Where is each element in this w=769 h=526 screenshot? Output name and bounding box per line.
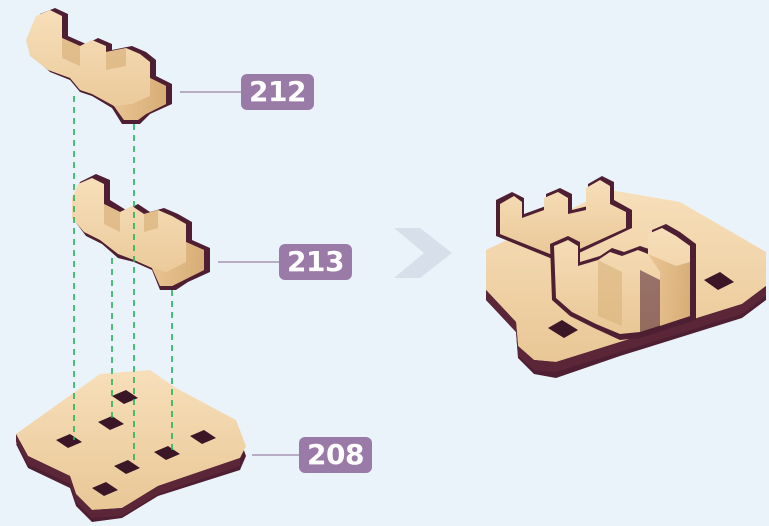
part-212-piece — [26, 8, 172, 124]
part-213-piece — [72, 174, 210, 290]
assembled-result — [486, 176, 766, 378]
part-label-208: 208 — [299, 437, 372, 473]
part-208-base — [16, 370, 246, 522]
part-label-213: 213 — [279, 244, 352, 280]
next-step-arrow-icon — [394, 228, 452, 278]
part-label-212: 212 — [241, 74, 314, 110]
